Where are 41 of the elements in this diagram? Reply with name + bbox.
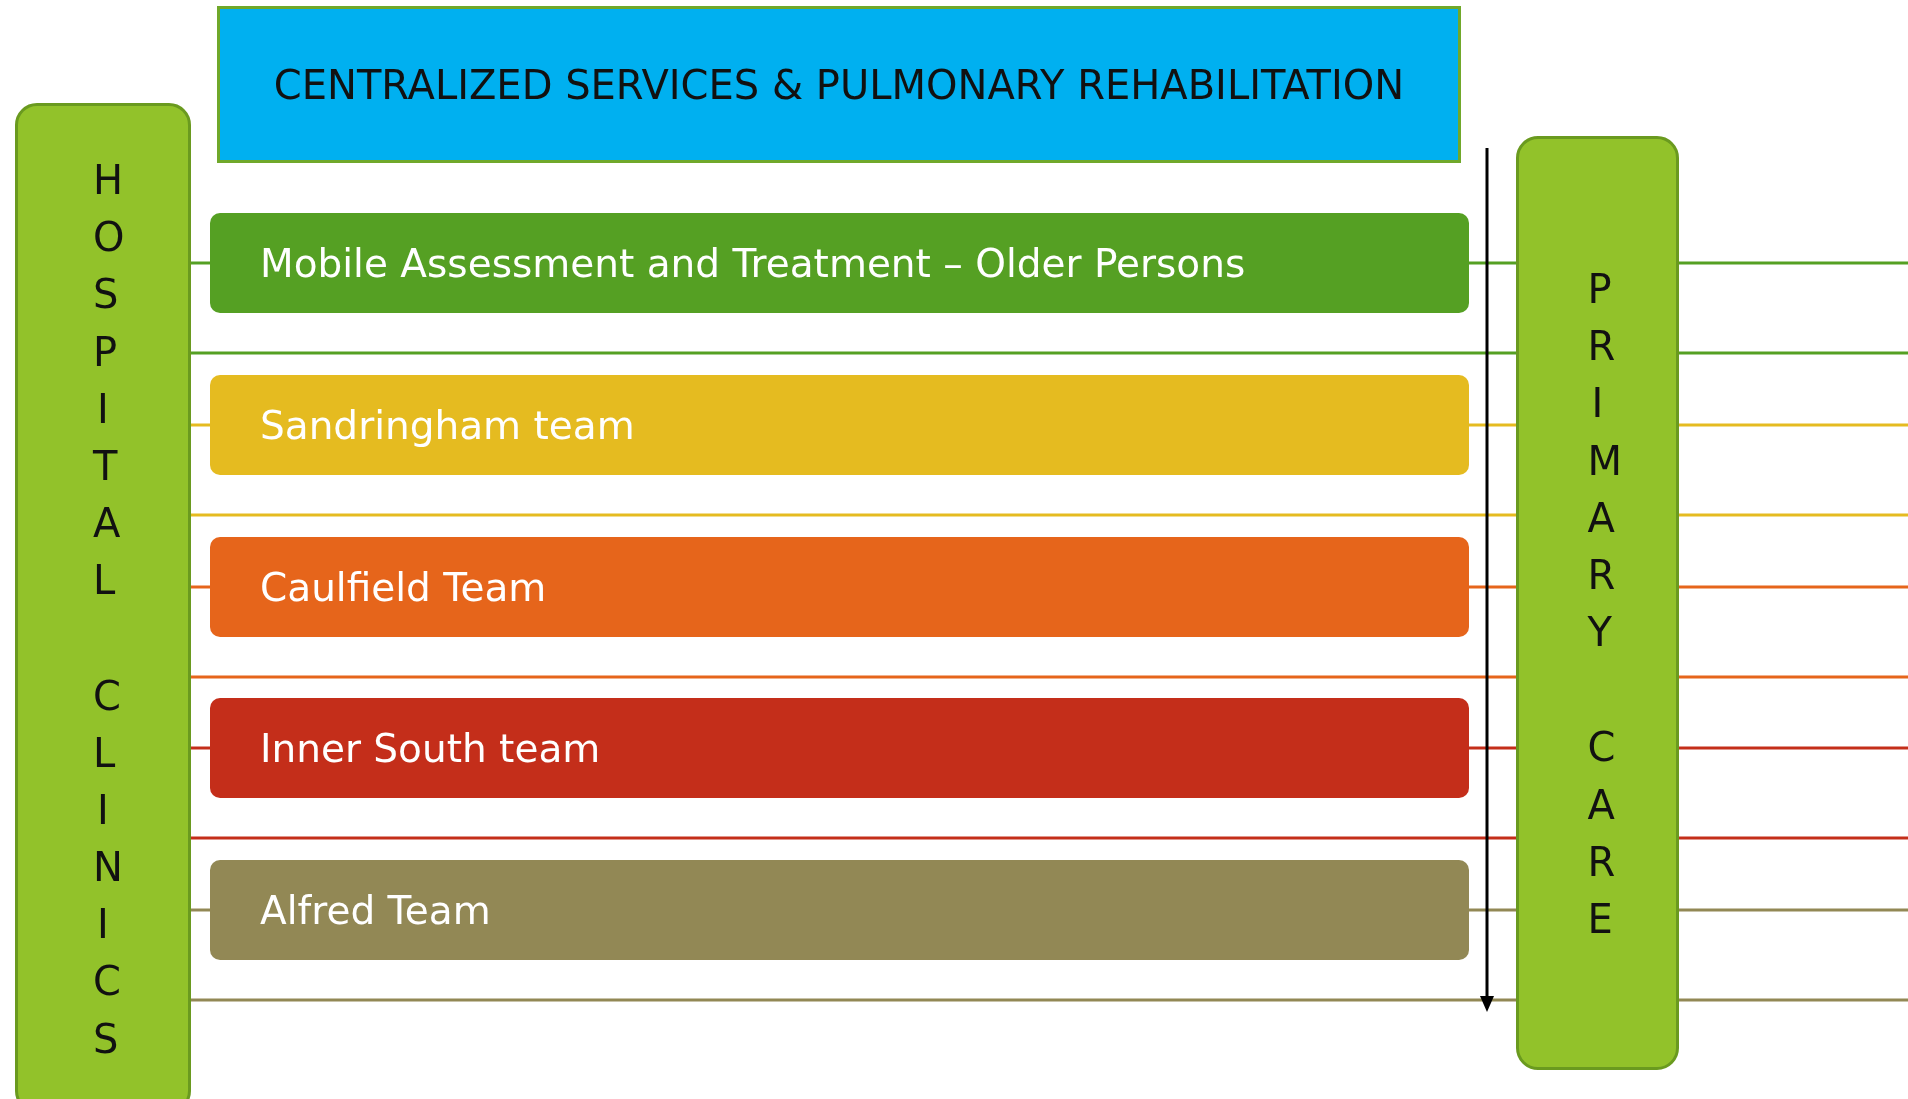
connector-line <box>1679 998 1908 1002</box>
team-bar <box>210 860 1469 960</box>
connector-line <box>191 351 1516 355</box>
connector-line <box>1469 423 1516 427</box>
connector-line <box>191 908 210 912</box>
connector-line <box>1679 908 1908 912</box>
connector-line <box>1679 423 1908 427</box>
connector-line <box>1469 908 1516 912</box>
connector-line <box>191 998 1516 1002</box>
header-text: CENTRALIZED SERVICES & PULMONARY REHABILITATION <box>273 61 1405 108</box>
pillar-box <box>15 103 191 1099</box>
team-label: Alfred Team <box>260 887 491 933</box>
connector-line <box>1679 261 1908 265</box>
team-bar <box>210 375 1469 475</box>
connector-line <box>1679 675 1908 679</box>
team-bar <box>210 213 1469 313</box>
connector-line <box>1469 261 1516 265</box>
connector-line <box>191 585 210 589</box>
team-label: Mobile Assessment and Treatment – Older Persons <box>260 240 1246 286</box>
connector-line <box>191 746 210 750</box>
connector-line <box>1679 351 1908 355</box>
team-bar <box>210 698 1469 798</box>
team-label: Sandringham team <box>260 402 635 448</box>
connector-line <box>1679 746 1908 750</box>
pillar-box <box>1516 136 1679 1070</box>
connector-line <box>191 836 1516 840</box>
header-box <box>217 6 1461 163</box>
connector-line <box>191 675 1516 679</box>
connector-line <box>1679 513 1908 517</box>
connector-line <box>1679 836 1908 840</box>
connector-line <box>191 423 210 427</box>
connector-line <box>191 261 210 265</box>
team-label: Caulfield Team <box>260 564 547 610</box>
team-bar <box>210 537 1469 637</box>
vertical-label: HOSPITAL CLINICS <box>92 156 133 1064</box>
team-label: Inner South team <box>260 725 601 771</box>
connector-line <box>1469 746 1516 750</box>
connector-line <box>1469 585 1516 589</box>
vertical-label: PRIMARY CARE <box>1586 265 1628 944</box>
connector-line <box>191 513 1516 517</box>
connector-line <box>1679 585 1908 589</box>
